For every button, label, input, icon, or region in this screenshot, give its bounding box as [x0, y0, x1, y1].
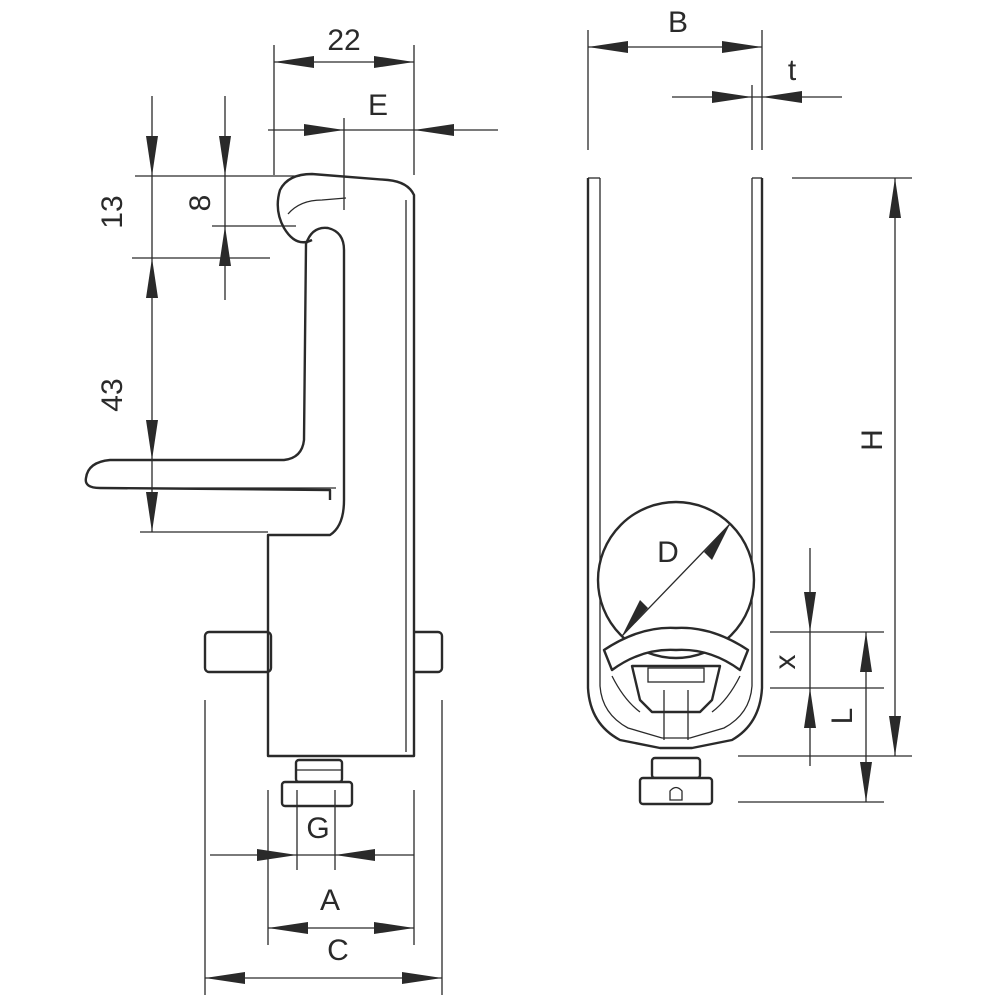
- hook-inner-line: [287, 197, 347, 215]
- cross-pin-left: [203, 630, 273, 674]
- pipe-saddle: [602, 626, 750, 672]
- dim-label-A: A: [320, 884, 340, 917]
- dim-label-B: B: [668, 6, 688, 39]
- dim-label-E: E: [368, 89, 388, 122]
- dim-label-G: G: [306, 812, 329, 845]
- screw-head: [280, 780, 354, 808]
- saddle-body: [630, 664, 722, 714]
- front-view: B t H D x L: [586, 6, 912, 806]
- dim-label-8: 8: [184, 195, 217, 212]
- dim-label-H: H: [856, 429, 889, 451]
- screw-nut: [294, 758, 344, 784]
- u-bracket-inner: [599, 178, 753, 739]
- dim-label-D: D: [657, 536, 679, 569]
- dim-label-t: t: [788, 54, 797, 87]
- dim-label-22: 22: [327, 24, 360, 57]
- dim-label-C: C: [327, 934, 349, 967]
- front-screw-head: [638, 776, 714, 806]
- dim-label-43: 43: [96, 378, 129, 411]
- side-view: 22 E 13 8 43 G: [84, 24, 498, 995]
- dim-label-L: L: [826, 708, 859, 725]
- dim-label-x: x: [769, 655, 802, 670]
- dim-label-13: 13: [96, 195, 129, 228]
- front-screw-nut: [650, 756, 702, 780]
- clamp-body-outline: [84, 172, 416, 758]
